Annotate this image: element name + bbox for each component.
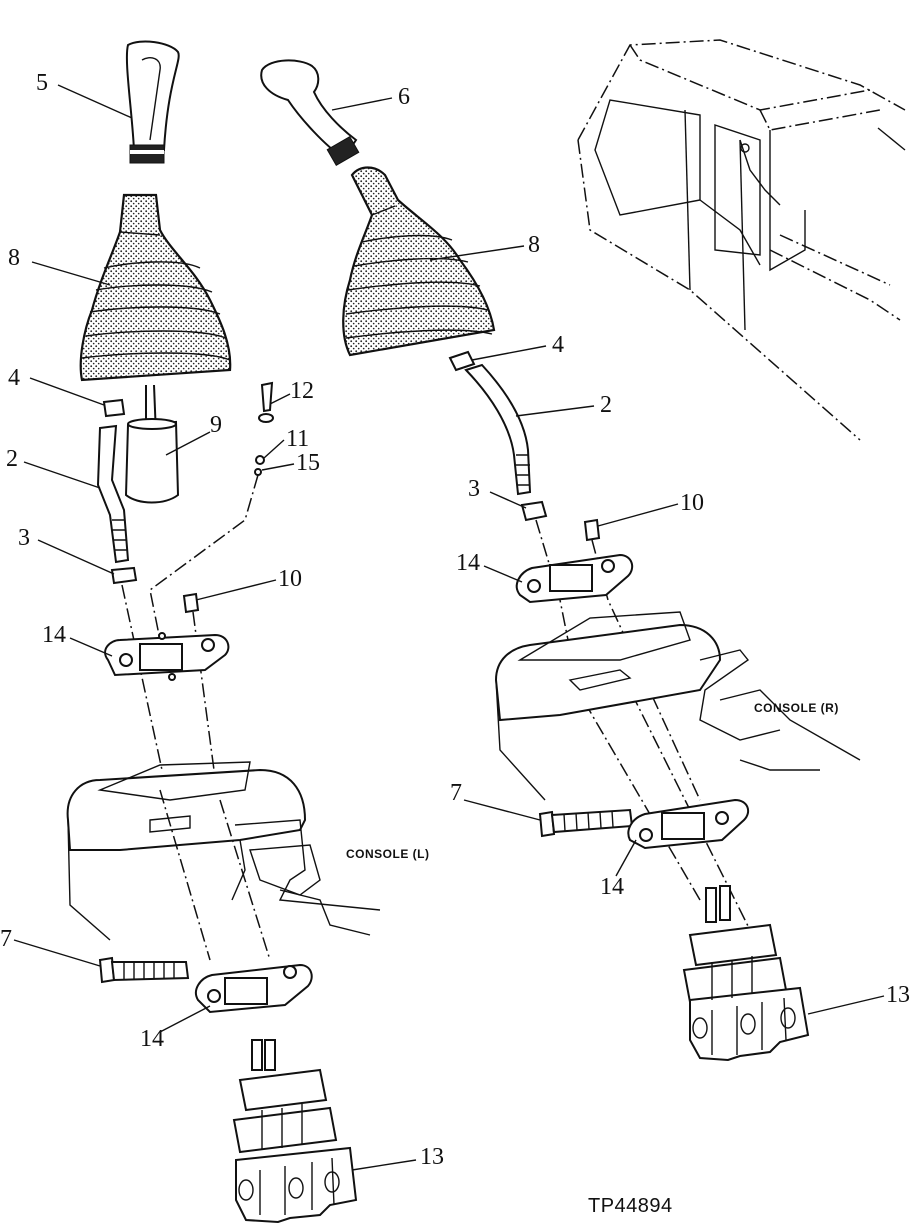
callout-13: 13 [886,982,910,1008]
right-control-assembly [260,59,861,1062]
callout-2: 2 [600,392,612,418]
callout-11: 11 [286,426,309,452]
callout-7: 7 [0,926,12,952]
callout-6: 6 [398,84,410,110]
rod-part-2-right [464,363,532,496]
callout-14: 14 [456,550,480,576]
callout-5: 5 [36,70,48,96]
pilot-valve-part-13-left [232,1039,358,1224]
callout-2: 2 [6,446,18,472]
bolt-part-10-left [182,592,200,614]
bolt-part-12 [260,381,274,413]
callout-12: 12 [290,378,314,404]
console-left-label: CONSOLE (L) [346,847,430,861]
callout-4: 4 [8,365,20,391]
callout-14: 14 [600,874,624,900]
callout-10: 10 [680,490,704,516]
tube-part-9 [124,420,180,504]
boot-part-8-right [342,166,496,357]
callout-7: 7 [450,780,462,806]
callout-8: 8 [8,245,20,271]
knob-part-6 [260,59,358,160]
bolt-part-7-right [538,810,556,838]
leader-lines [13,84,885,1171]
console-left [66,768,307,851]
callout-3: 3 [18,525,30,551]
callout-numbers: 5 8 4 2 3 14 9 12 11 15 10 7 14 13 6 8 4… [0,70,910,1170]
callout-9: 9 [210,412,222,438]
bolt-part-10-right [583,518,601,542]
nut-part-4-right [448,350,476,372]
boot-part-8-left [79,193,232,382]
pilot-valve-part-13-right [682,885,810,1062]
callout-14: 14 [140,1026,164,1052]
cab-illustration [577,39,906,441]
callout-3: 3 [468,476,480,502]
callout-4: 4 [552,332,564,358]
callout-15: 15 [296,450,320,476]
callout-14: 14 [42,622,66,648]
callout-13: 13 [420,1144,444,1170]
left-control-assembly [66,40,381,1224]
rod-part-2-left [96,424,130,564]
nut-part-3-right [520,500,548,522]
callout-10: 10 [278,566,302,592]
nut-part-3-left [110,566,138,585]
nut-part-4-left [102,398,126,418]
knob-part-5 [125,40,180,151]
figure-id: TP44894 [588,1195,673,1217]
callout-8: 8 [528,232,540,258]
console-right-label: CONSOLE (R) [754,701,839,715]
